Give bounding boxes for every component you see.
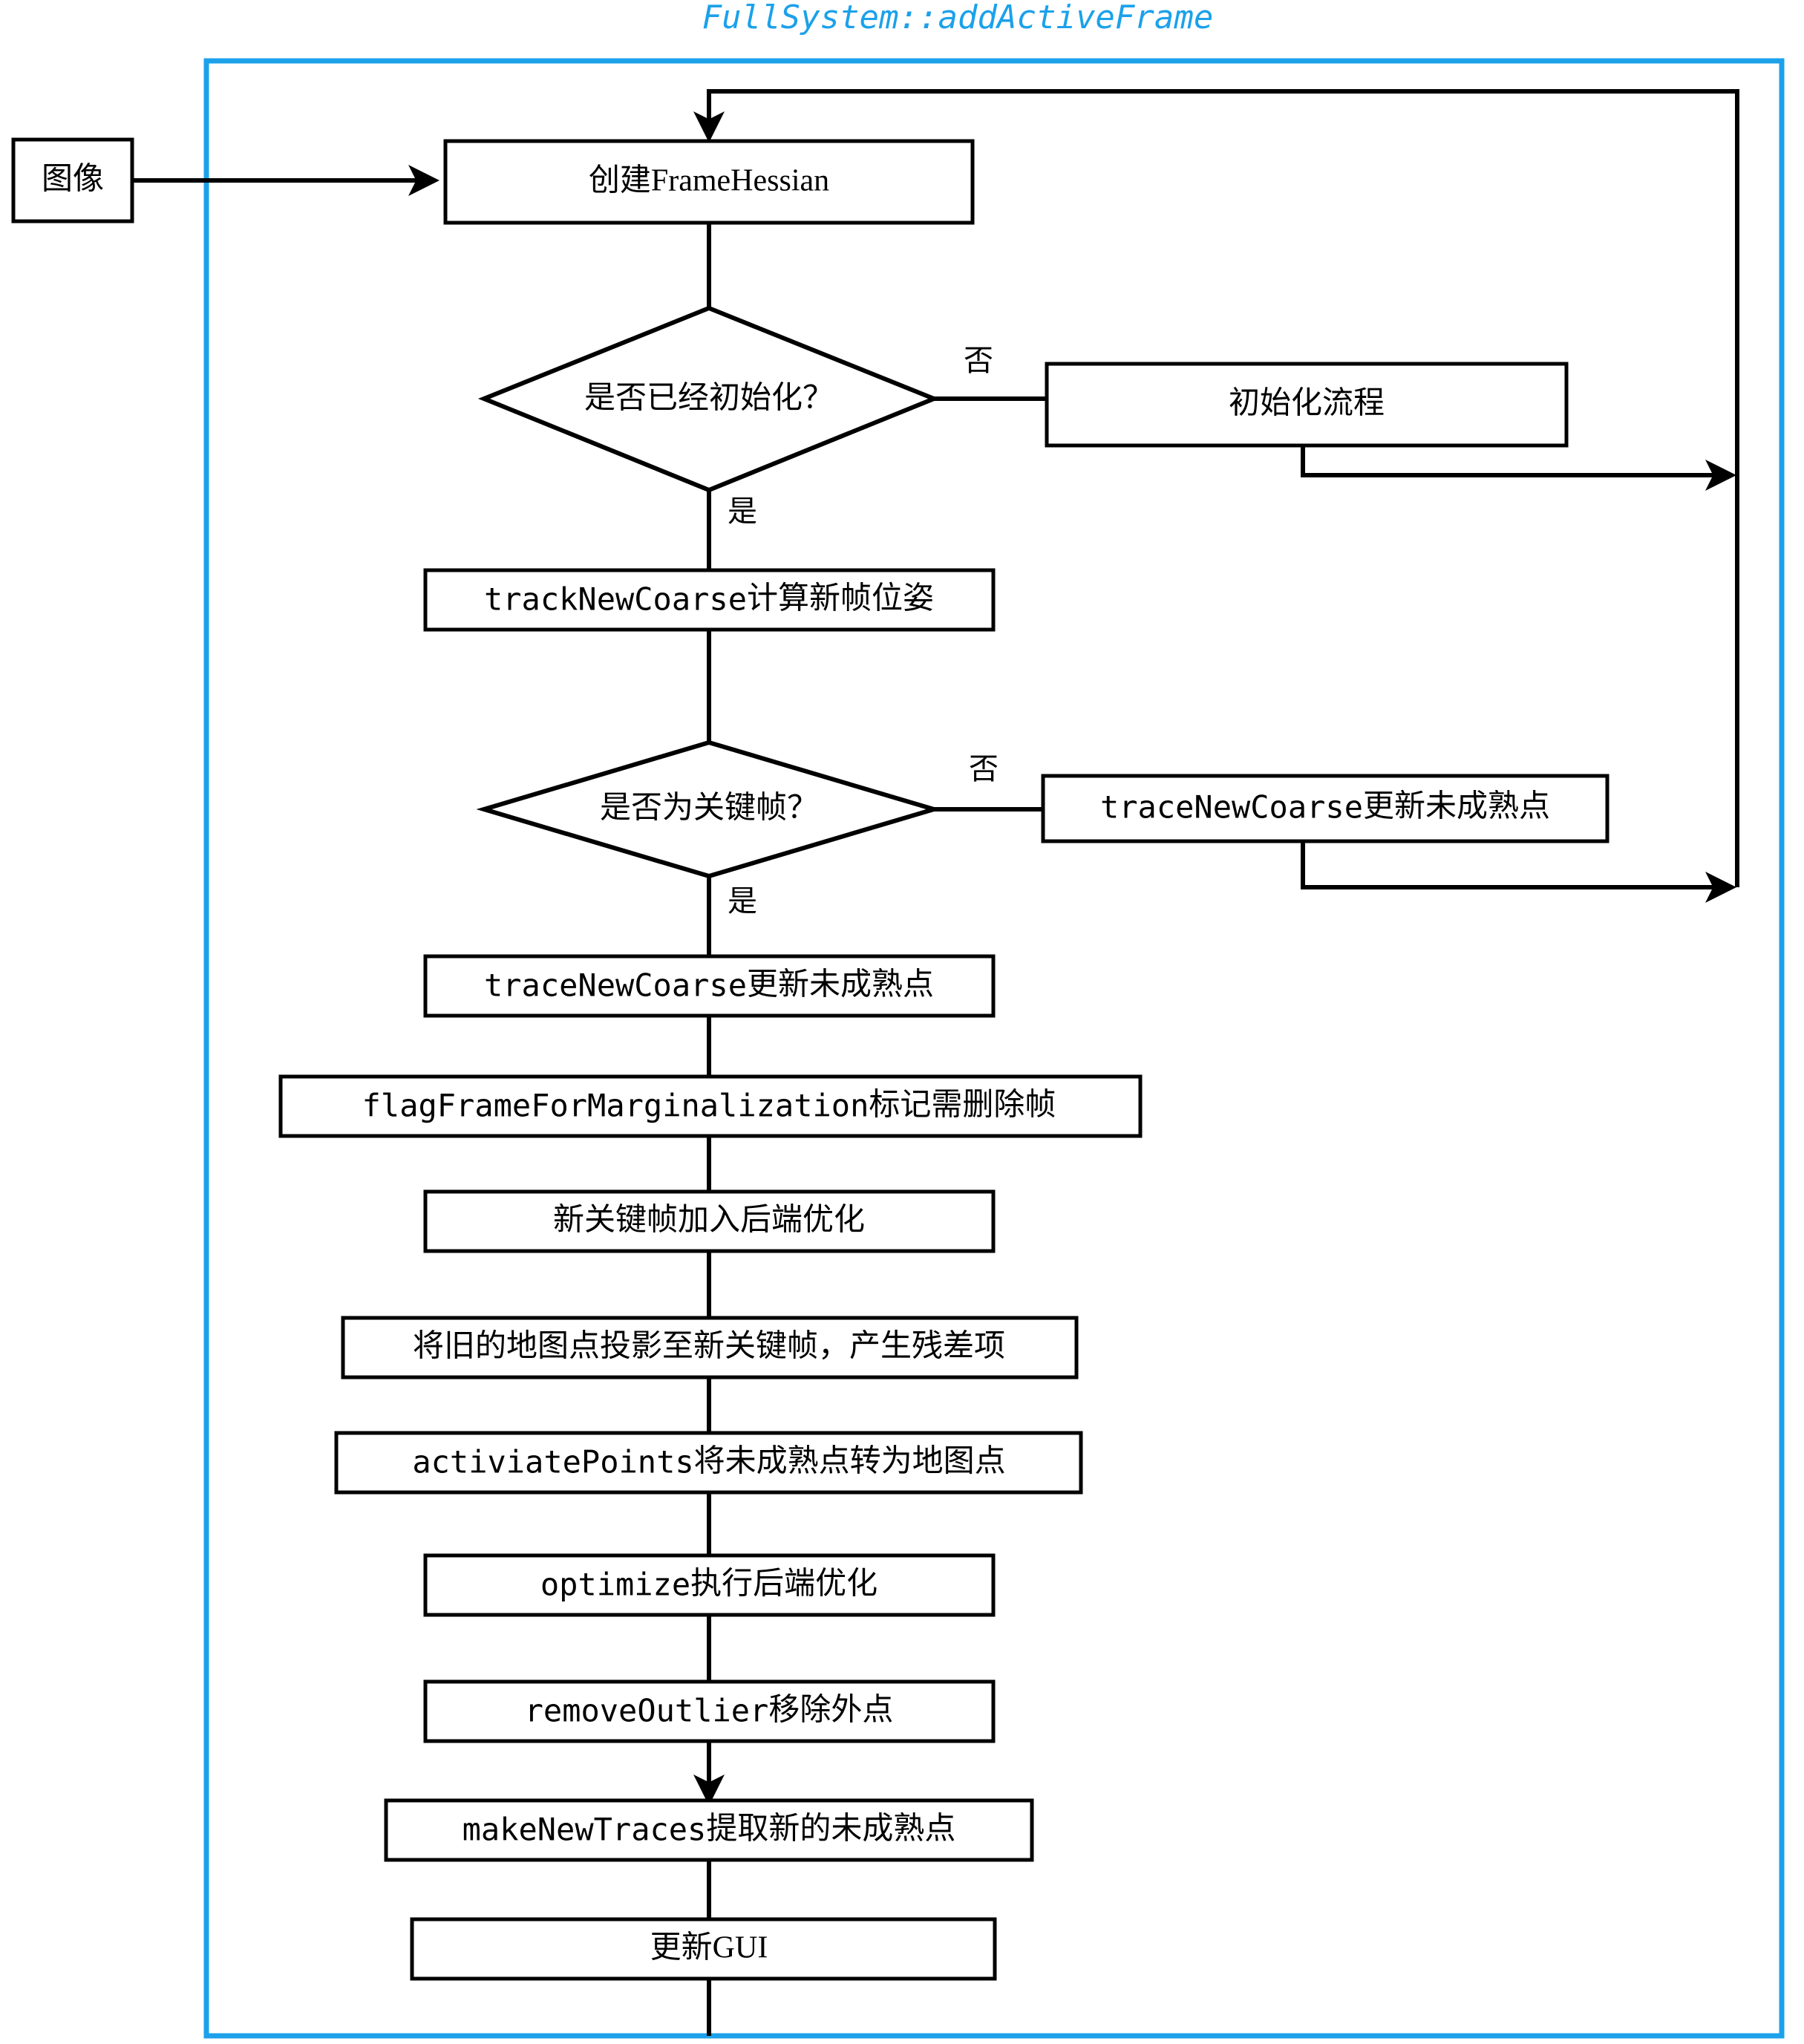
node-optimize[interactable]: optimize执行后端优化	[423, 1553, 996, 1617]
node-activiate-points-label: activiatePoints将未成熟点转为地图点	[412, 1444, 1005, 1480]
edge-trace-branch-to-bus	[1301, 841, 1736, 903]
branch-label-keyframe-no: 否	[969, 752, 999, 786]
node-update-gui[interactable]: 更新GUI	[410, 1917, 997, 1981]
node-create-frame-hessian[interactable]: 创建FrameHessian	[443, 139, 975, 225]
node-flag-frame-for-marginalization-label: flagFrameForMarginalization标记需删除帧	[362, 1088, 1056, 1124]
node-project-old-points-label: 将旧的地图点投影至新关键帧，产生残差项	[413, 1330, 1005, 1364]
node-track-new-coarse[interactable]: trackNewCoarse计算新帧位姿	[423, 568, 996, 632]
node-optimize-label: optimize执行后端优化	[540, 1567, 878, 1603]
node-make-new-traces[interactable]: makeNewTraces提取新的未成熟点	[384, 1798, 1034, 1862]
node-external-image[interactable]: 图像	[11, 137, 134, 223]
node-add-keyframe-to-backend[interactable]: 新关键帧加入后端优化	[423, 1189, 996, 1253]
node-init-process-label: 初始化流程	[1229, 387, 1385, 421]
node-is-keyframe[interactable]: 是否为关键帧？	[476, 739, 942, 879]
node-is-initialized[interactable]: 是否已经初始化？	[477, 305, 941, 493]
node-flag-frame-for-marginalization[interactable]: flagFrameForMarginalization标记需删除帧	[278, 1074, 1143, 1138]
node-project-old-points[interactable]: 将旧的地图点投影至新关键帧，产生残差项	[341, 1316, 1079, 1379]
edge-init-process-to-bus	[1301, 445, 1736, 491]
node-init-process[interactable]: 初始化流程	[1045, 362, 1569, 448]
node-remove-outlier[interactable]: removeOutlier移除外点	[423, 1679, 996, 1743]
node-update-gui-label: 更新GUI	[650, 1931, 768, 1965]
node-activiate-points[interactable]: activiatePoints将未成熟点转为地图点	[334, 1431, 1083, 1495]
node-external-image-label: 图像	[42, 163, 104, 197]
node-make-new-traces-label: makeNewTraces提取新的未成熟点	[463, 1812, 956, 1848]
node-is-initialized-label: 是否已经初始化？	[584, 382, 834, 416]
node-create-frame-hessian-label: 创建FrameHessian	[589, 164, 829, 198]
branch-label-init-no: 否	[964, 344, 993, 377]
branch-label-init-yes: 是	[728, 494, 757, 528]
node-trace-new-coarse-main-label: traceNewCoarse更新未成熟点	[484, 967, 934, 1004]
node-add-keyframe-to-backend-label: 新关键帧加入后端优化	[553, 1204, 865, 1238]
subgraph-container	[203, 58, 1785, 2039]
diagram-title: FullSystem::addActiveFrame	[702, 0, 1214, 36]
node-trace-new-coarse-main[interactable]: traceNewCoarse更新未成熟点	[423, 954, 996, 1018]
node-trace-new-coarse-branch-label: traceNewCoarse更新未成熟点	[1100, 789, 1550, 826]
node-trace-new-coarse-branch[interactable]: traceNewCoarse更新未成熟点	[1041, 774, 1609, 843]
branch-label-keyframe-yes: 是	[728, 884, 757, 918]
node-is-keyframe-label: 是否为关键帧？	[600, 791, 818, 826]
node-track-new-coarse-label: trackNewCoarse计算新帧位姿	[484, 581, 934, 618]
node-remove-outlier-label: removeOutlier移除外点	[525, 1693, 894, 1729]
